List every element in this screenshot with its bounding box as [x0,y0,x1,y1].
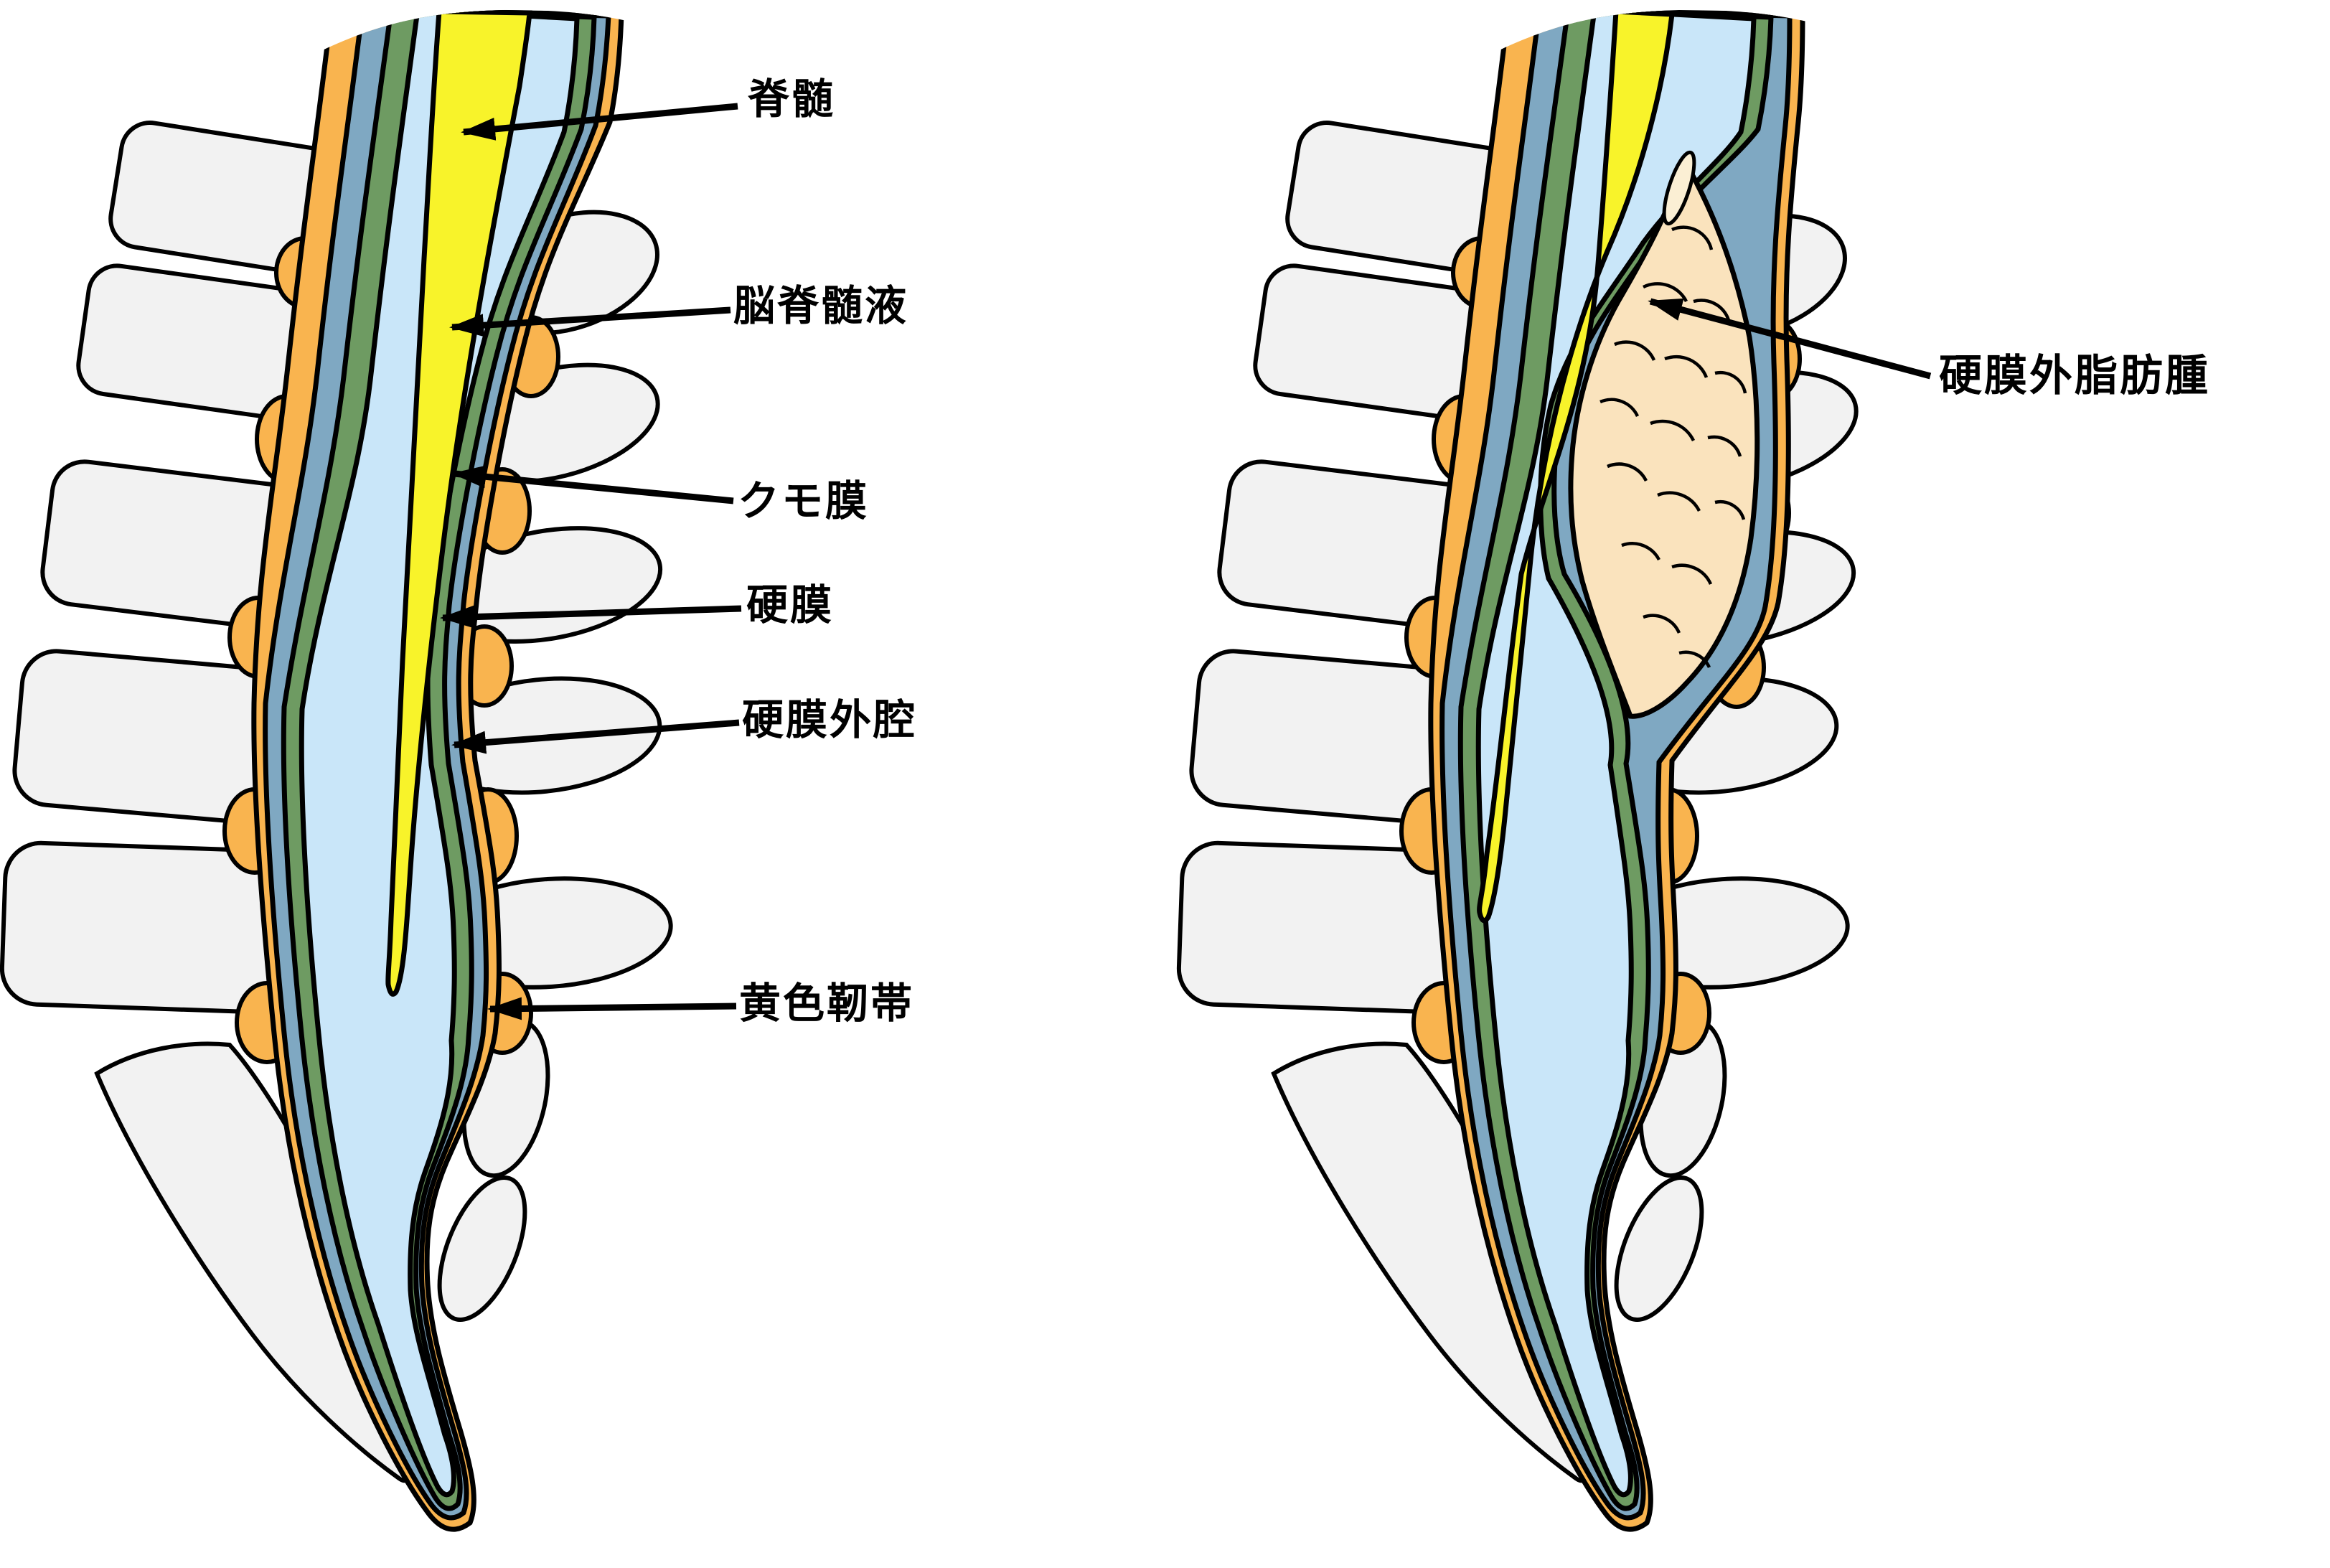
spinal-cord [1477,9,1675,924]
left-panel-illustration [0,9,673,1532]
label-arachnoid: クモ膜 [738,477,870,525]
spinal-cord [385,9,532,997]
label-epidural-lipoma: 硬膜外脂肪腫 [1939,351,2210,400]
leader-arrow-epidural-space [451,719,740,754]
leader-arrow-spinal-cord [461,103,738,141]
label-spinal-cord: 脊髄 [748,75,836,123]
epidural-fat-mass [1568,150,1760,719]
leader-arrow-arachnoid [451,465,734,504]
right-panel-illustration [1176,9,1859,1532]
leader-arrow-dura [440,605,742,629]
leader-arrow-csf [449,306,731,337]
label-dura: 硬膜 [746,581,835,629]
leader-arrows [440,103,1932,1020]
fat-mass-apex [1662,150,1696,226]
leader-arrow-epidural-lipoma [1648,298,1932,380]
sacral-tubercle [437,1175,527,1323]
label-epidural-space: 硬膜外腔 [742,696,918,743]
vertebral-bodies [1176,121,1535,1015]
canal-bands [251,9,624,1532]
label-csf: 脳脊髄液 [733,282,909,329]
fat-mass-outline [1568,163,1760,719]
label-ligamentum-flavum: 黄色靭帯 [739,980,915,1027]
sacral-tubercle [1614,1175,1704,1323]
canal-bands [1428,9,1805,1532]
vertebral-bodies [0,121,358,1015]
fat-lobule-texture [1599,225,1747,669]
leader-arrow-ligamentum-flavum [487,997,737,1020]
csf-band [1475,9,1757,1498]
